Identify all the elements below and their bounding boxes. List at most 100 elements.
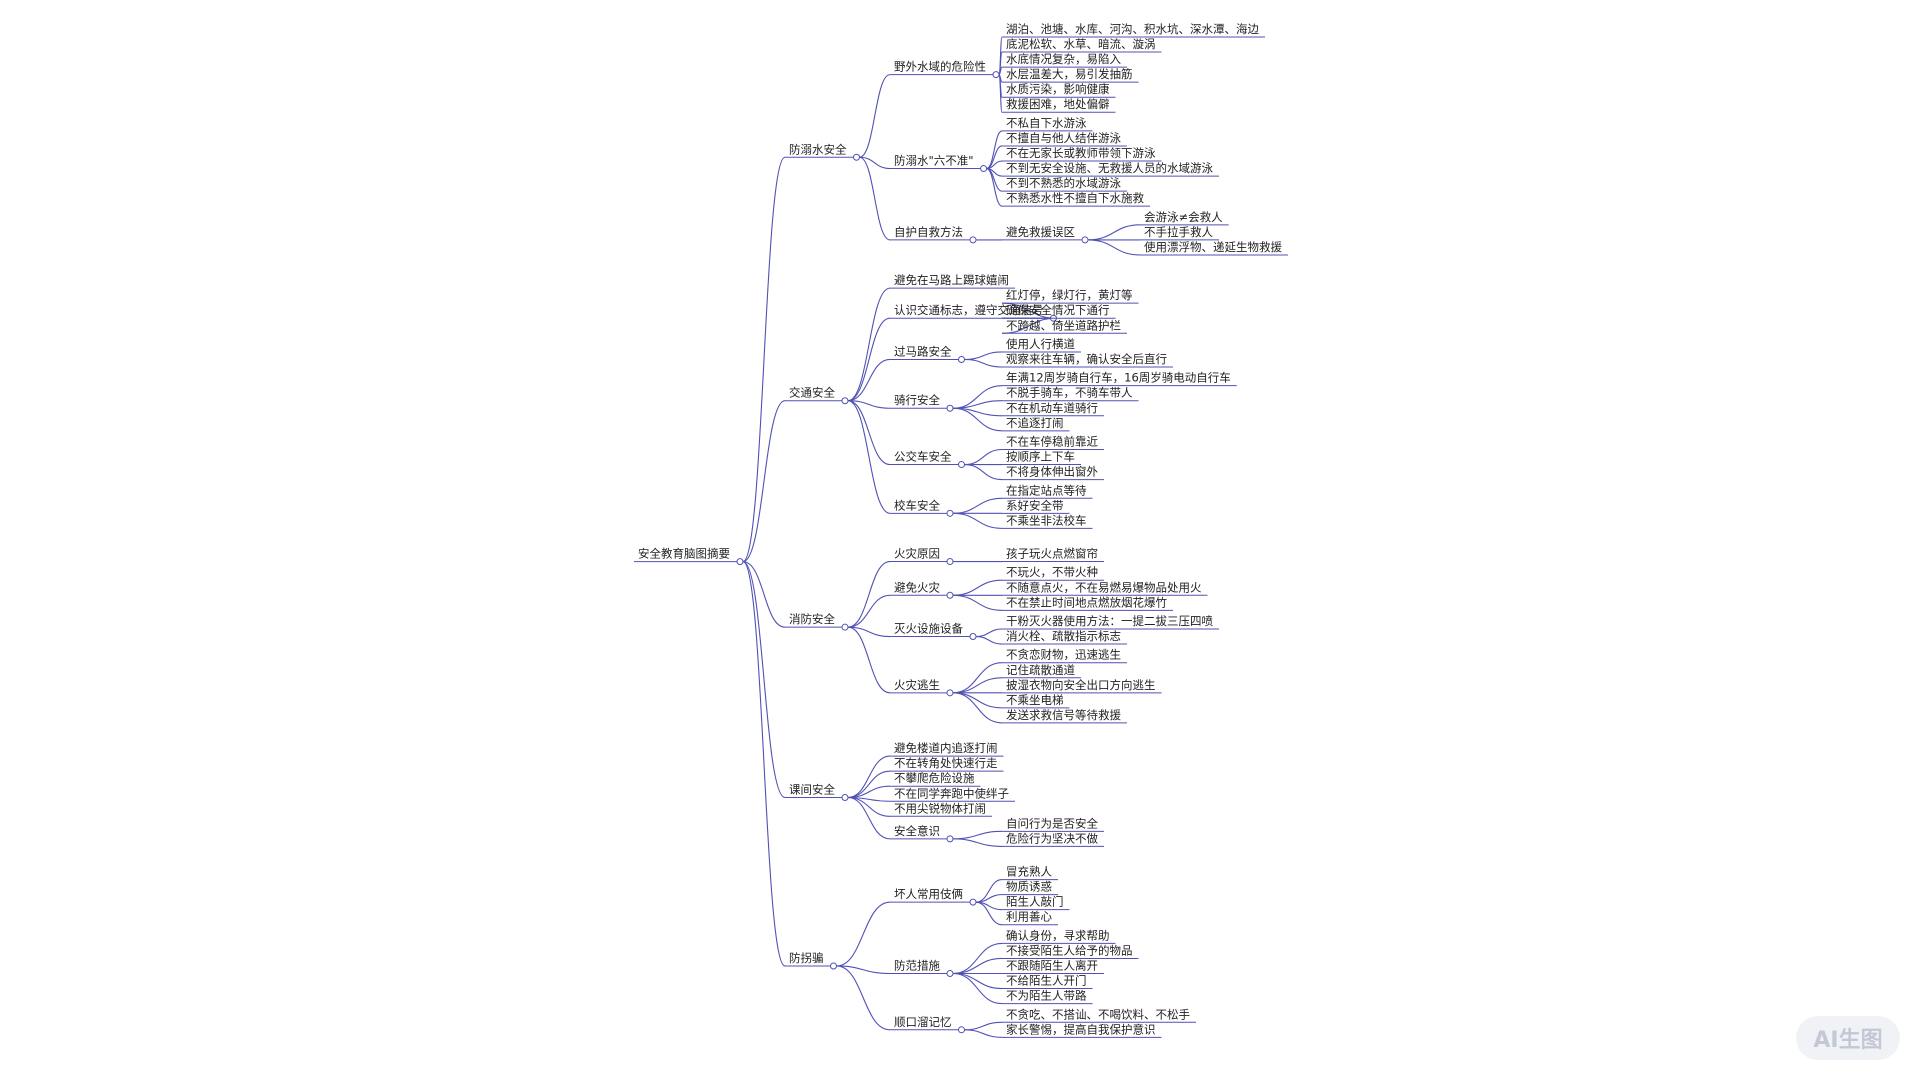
mind-node-骑行安全[interactable]: 骑行安全 xyxy=(890,393,946,409)
mind-node-不乘坐电梯[interactable]: 不乘坐电梯 xyxy=(1002,693,1070,709)
mind-node-不贪吃-不搭讪-不喝饮料-不松手[interactable]: 不贪吃、不搭讪、不喝饮料、不松手 xyxy=(1002,1007,1196,1023)
mind-node-发送求救信号等待救援[interactable]: 发送求救信号等待救援 xyxy=(1002,708,1127,724)
mind-node-记住疏散通道[interactable]: 记住疏散通道 xyxy=(1002,663,1081,679)
mind-node-不脱手骑车-不骑车带人[interactable]: 不脱手骑车，不骑车带人 xyxy=(1002,386,1139,402)
mind-node-系好安全带[interactable]: 系好安全带 xyxy=(1002,498,1070,514)
mind-node-陌生人敲门[interactable]: 陌生人敲门 xyxy=(1002,895,1070,911)
mind-node-防范措施[interactable]: 防范措施 xyxy=(890,959,946,975)
mind-node-坏人常用伎俩[interactable]: 坏人常用伎俩 xyxy=(890,887,969,903)
mind-node-不在无家长或教师带领下游泳[interactable]: 不在无家长或教师带领下游泳 xyxy=(1002,146,1162,162)
mind-node-红灯停-绿灯行-黄灯等[interactable]: 红灯停，绿灯行，黄灯等 xyxy=(1002,288,1139,304)
mind-node-观察来往车辆-确认安全后直行[interactable]: 观察来往车辆，确认安全后直行 xyxy=(1002,352,1173,368)
mind-node-不到不熟悉的水域游泳[interactable]: 不到不熟悉的水域游泳 xyxy=(1002,176,1127,192)
mind-node-不攀爬危险设施[interactable]: 不攀爬危险设施 xyxy=(890,771,981,787)
mind-node-湖泊-池塘-水库-河沟-积水坑-深水潭-海边[interactable]: 湖泊、池塘、水库、河沟、积水坑、深水潭、海边 xyxy=(1002,22,1265,38)
mind-node-水层温差大-易引发抽筋[interactable]: 水层温差大，易引发抽筋 xyxy=(1002,67,1139,83)
mind-node-不在机动车道骑行[interactable]: 不在机动车道骑行 xyxy=(1002,401,1104,417)
mind-node-灭火设施设备[interactable]: 灭火设施设备 xyxy=(890,622,969,638)
mind-node-不在车停稳前靠近[interactable]: 不在车停稳前靠近 xyxy=(1002,434,1104,450)
mind-node-不随意点火-不在易燃易爆物品处用火[interactable]: 不随意点火，不在易燃易爆物品处用火 xyxy=(1002,580,1208,596)
collapse-toggle-icon[interactable] xyxy=(958,355,965,363)
mind-node-不跨越-倚坐道路护栏[interactable]: 不跨越、倚坐道路护栏 xyxy=(1002,318,1127,334)
mind-node-不私自下水游泳[interactable]: 不私自下水游泳 xyxy=(1002,116,1093,132)
mind-node-不跟随陌生人离开[interactable]: 不跟随陌生人离开 xyxy=(1002,959,1104,975)
mind-node-会游泳-会救人[interactable]: 会游泳≠会救人 xyxy=(1140,210,1229,226)
mind-node-确认身份-寻求帮助[interactable]: 确认身份，寻求帮助 xyxy=(1002,928,1116,944)
collapse-toggle-icon[interactable] xyxy=(969,633,977,641)
mind-node-不在同学奔跑中使绊子[interactable]: 不在同学奔跑中使绊子 xyxy=(890,786,1015,802)
mind-node-交通安全[interactable]: 交通安全 xyxy=(785,386,841,402)
collapse-toggle-icon[interactable] xyxy=(946,970,954,978)
mind-node-不贪恋财物-迅速逃生[interactable]: 不贪恋财物，迅速逃生 xyxy=(1002,648,1127,664)
mind-node-底泥松软-水草-暗流-漩涡[interactable]: 底泥松软、水草、暗流、漩涡 xyxy=(1002,37,1162,53)
mind-node-防溺水-六不准[interactable]: 防溺水"六不准" xyxy=(890,154,980,170)
mind-node-家长警惕-提高自我保护意识[interactable]: 家长警惕，提高自我保护意识 xyxy=(1002,1022,1162,1038)
mind-node-孩子玩火点燃窗帘[interactable]: 孩子玩火点燃窗帘 xyxy=(1002,547,1104,563)
mind-node-不擅自与他人结伴游泳[interactable]: 不擅自与他人结伴游泳 xyxy=(1002,131,1127,147)
mind-node-在指定站点等待[interactable]: 在指定站点等待 xyxy=(1002,483,1093,499)
mind-node-消防安全[interactable]: 消防安全 xyxy=(785,612,841,628)
collapse-toggle-icon[interactable] xyxy=(841,397,849,405)
mind-node-防溺水安全[interactable]: 防溺水安全 xyxy=(785,142,853,158)
collapse-toggle-icon[interactable] xyxy=(958,1026,965,1034)
mind-node-披湿衣物向安全出口方向逃生[interactable]: 披湿衣物向安全出口方向逃生 xyxy=(1002,678,1162,694)
mind-node-消火栓-疏散指示标志[interactable]: 消火栓、疏散指示标志 xyxy=(1002,629,1127,645)
mind-node-年满12周岁骑自行车-16周岁骑电动自行车[interactable]: 年满12周岁骑自行车，16周岁骑电动自行车 xyxy=(1002,371,1237,387)
collapse-toggle-icon[interactable] xyxy=(1081,236,1089,244)
mind-node-水质污染-影响健康[interactable]: 水质污染，影响健康 xyxy=(1002,82,1116,98)
collapse-toggle-icon[interactable] xyxy=(736,558,744,566)
mind-node-顺口溜记忆[interactable]: 顺口溜记忆 xyxy=(890,1015,958,1031)
mind-node-避免救援误区[interactable]: 避免救援误区 xyxy=(1002,225,1081,241)
mind-node-利用善心[interactable]: 利用善心 xyxy=(1002,910,1058,926)
mind-node-不玩火-不带火种[interactable]: 不玩火，不带火种 xyxy=(1002,565,1104,581)
mind-node-干粉灭火器使用方法-一提二拔三压四喷[interactable]: 干粉灭火器使用方法：一提二拔三压四喷 xyxy=(1002,614,1219,630)
root-node[interactable]: 安全教育脑图摘要 xyxy=(634,547,736,563)
mind-node-不到无安全设施-无救援人员的水域游泳[interactable]: 不到无安全设施、无救援人员的水域游泳 xyxy=(1002,161,1219,177)
collapse-toggle-icon[interactable] xyxy=(830,962,837,970)
collapse-toggle-icon[interactable] xyxy=(946,591,954,599)
mind-node-不将身体伸出窗外[interactable]: 不将身体伸出窗外 xyxy=(1002,465,1104,481)
collapse-toggle-icon[interactable] xyxy=(841,623,849,631)
mind-node-不用尖锐物体打闹[interactable]: 不用尖锐物体打闹 xyxy=(890,801,992,817)
mind-node-物质诱惑[interactable]: 物质诱惑 xyxy=(1002,880,1058,896)
mind-node-不在禁止时间地点燃放烟花爆竹[interactable]: 不在禁止时间地点燃放烟花爆竹 xyxy=(1002,595,1173,611)
mind-node-课间安全[interactable]: 课间安全 xyxy=(785,782,841,798)
collapse-toggle-icon[interactable] xyxy=(958,461,965,469)
mind-node-不在转角处快速行走[interactable]: 不在转角处快速行走 xyxy=(890,756,1004,772)
collapse-toggle-icon[interactable] xyxy=(992,71,1000,79)
collapse-toggle-icon[interactable] xyxy=(841,793,849,801)
mind-node-安全意识[interactable]: 安全意识 xyxy=(890,824,946,840)
mind-node-不熟悉水性不擅自下水施救[interactable]: 不熟悉水性不擅自下水施救 xyxy=(1002,191,1150,207)
mind-node-不乘坐非法校车[interactable]: 不乘坐非法校车 xyxy=(1002,513,1093,529)
mind-node-使用人行横道[interactable]: 使用人行横道 xyxy=(1002,337,1081,353)
mind-node-自问行为是否安全[interactable]: 自问行为是否安全 xyxy=(1002,816,1104,832)
mind-node-公交车安全[interactable]: 公交车安全 xyxy=(890,450,958,466)
collapse-toggle-icon[interactable] xyxy=(969,236,977,244)
mind-node-不为陌生人带路[interactable]: 不为陌生人带路 xyxy=(1002,989,1093,1005)
mind-node-校车安全[interactable]: 校车安全 xyxy=(890,498,946,514)
mind-node-火灾原因[interactable]: 火灾原因 xyxy=(890,547,946,563)
collapse-toggle-icon[interactable] xyxy=(946,689,954,697)
collapse-toggle-icon[interactable] xyxy=(946,835,954,843)
mind-node-使用漂浮物-递延生物救援[interactable]: 使用漂浮物、递延生物救援 xyxy=(1140,240,1288,256)
collapse-toggle-icon[interactable] xyxy=(946,509,954,517)
mind-node-危险行为坚决不做[interactable]: 危险行为坚决不做 xyxy=(1002,831,1104,847)
mind-node-过马路安全[interactable]: 过马路安全 xyxy=(890,344,958,360)
mind-node-按顺序上下车[interactable]: 按顺序上下车 xyxy=(1002,450,1081,466)
mind-node-野外水域的危险性[interactable]: 野外水域的危险性 xyxy=(890,60,992,76)
collapse-toggle-icon[interactable] xyxy=(946,404,954,412)
mind-node-防拐骗[interactable]: 防拐骗 xyxy=(785,951,830,967)
mind-node-避免楼道内追逐打闹[interactable]: 避免楼道内追逐打闹 xyxy=(890,741,1004,757)
mind-node-避免在马路上踢球嬉闹[interactable]: 避免在马路上踢球嬉闹 xyxy=(890,273,1015,289)
mind-node-不给陌生人开门[interactable]: 不给陌生人开门 xyxy=(1002,974,1093,990)
mind-node-救援困难-地处偏僻[interactable]: 救援困难，地处偏僻 xyxy=(1002,97,1116,113)
mind-node-确保安全情况下通行[interactable]: 确保安全情况下通行 xyxy=(1002,303,1116,319)
mind-node-冒充熟人[interactable]: 冒充熟人 xyxy=(1002,865,1058,881)
mind-node-火灾逃生[interactable]: 火灾逃生 xyxy=(890,678,946,694)
mind-node-自护自救方法[interactable]: 自护自救方法 xyxy=(890,225,969,241)
collapse-toggle-icon[interactable] xyxy=(946,558,954,566)
collapse-toggle-icon[interactable] xyxy=(853,153,860,161)
collapse-toggle-icon[interactable] xyxy=(969,898,977,906)
mind-node-不手拉手救人[interactable]: 不手拉手救人 xyxy=(1140,225,1219,241)
mind-node-不追逐打闹[interactable]: 不追逐打闹 xyxy=(1002,416,1070,432)
